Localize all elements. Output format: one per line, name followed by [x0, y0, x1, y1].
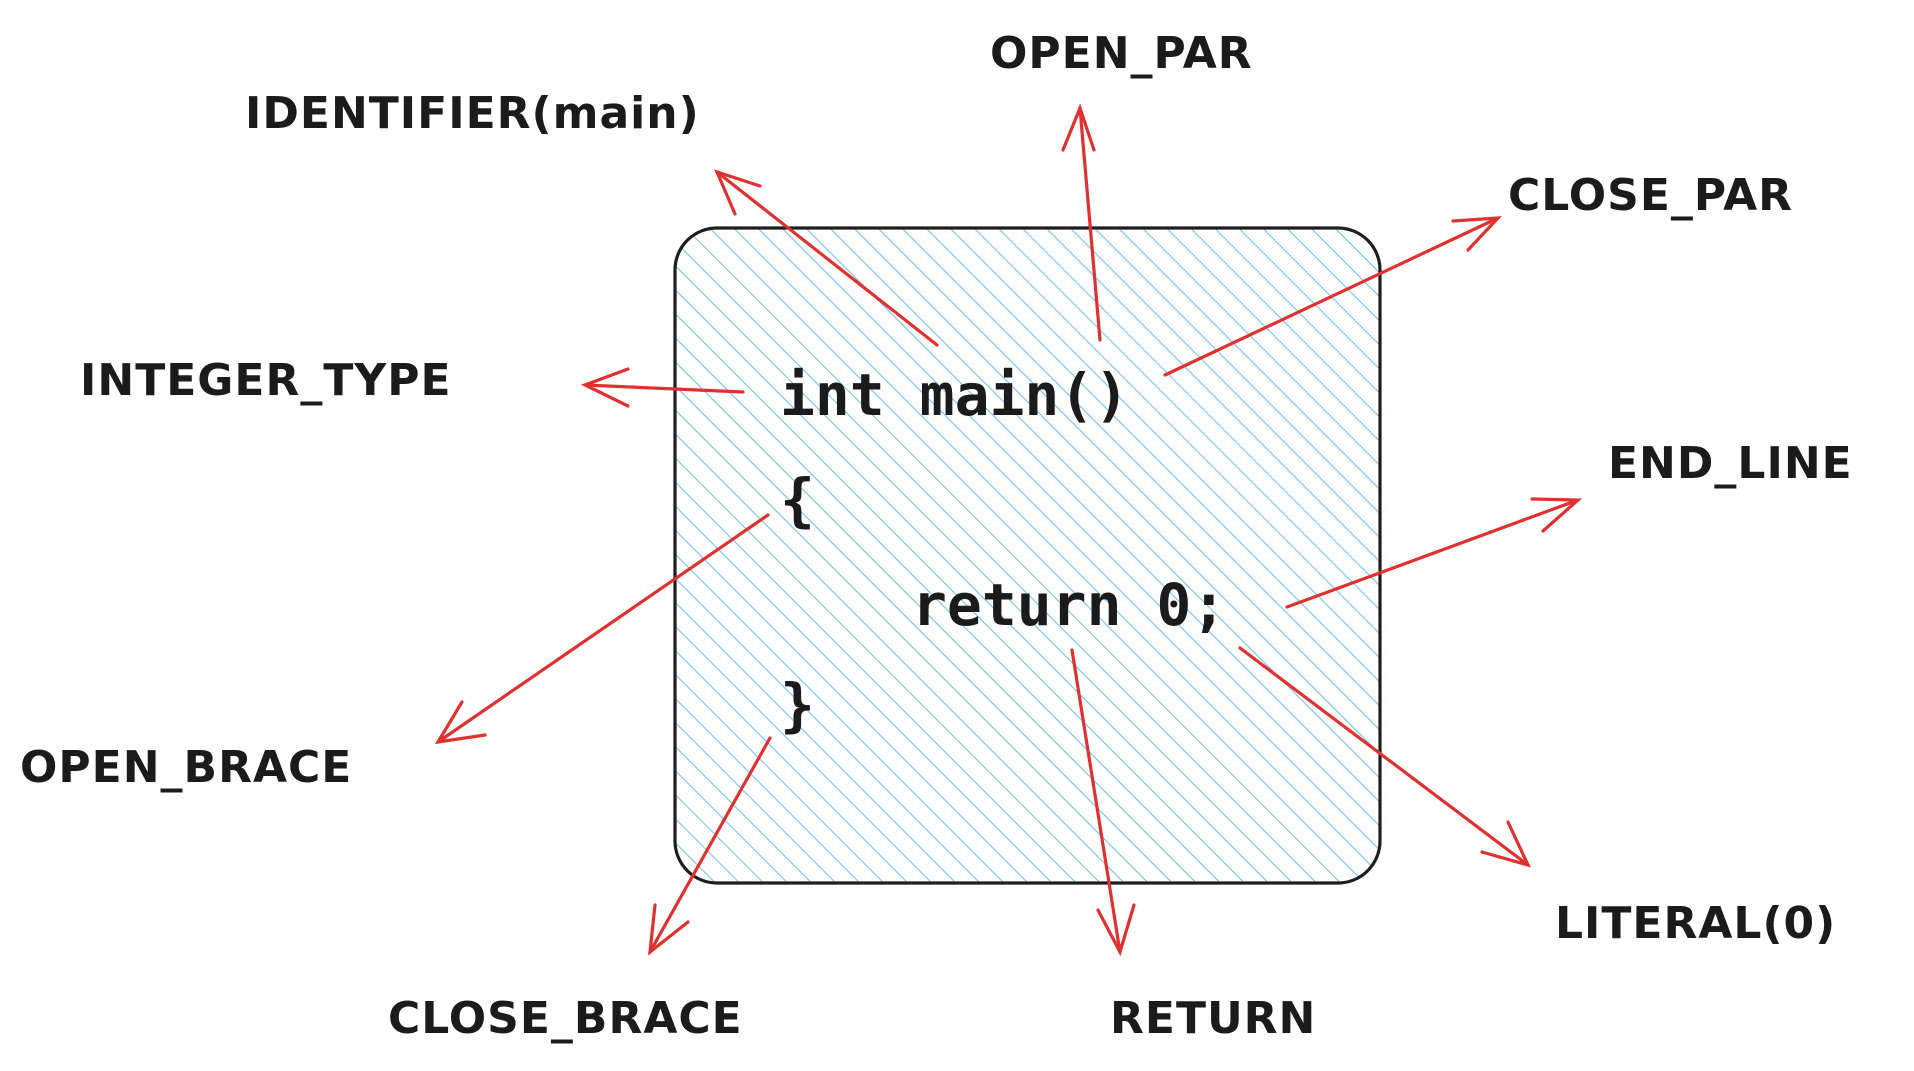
token-open-brace: OPEN_BRACE: [20, 742, 352, 793]
token-return: RETURN: [1110, 993, 1316, 1044]
arrow-identifier: [715, 170, 939, 347]
token-close-par: CLOSE_PAR: [1508, 170, 1793, 221]
token-literal: LITERAL(0): [1555, 898, 1836, 949]
token-open-par: OPEN_PAR: [990, 28, 1253, 79]
arrow-literal-head: [1480, 820, 1531, 868]
arrow-open-brace: [436, 513, 770, 744]
code-line-signature: int main(): [780, 361, 1129, 429]
arrows: [434, 103, 1583, 957]
arrow-return: [1070, 648, 1122, 954]
token-close-brace: CLOSE_BRACE: [388, 993, 743, 1044]
arrow-identifier-head: [714, 169, 762, 216]
arrow-literal: [1238, 646, 1530, 867]
arrow-close-par-head: [1451, 216, 1502, 252]
token-identifier: IDENTIFIER(main): [245, 88, 700, 139]
arrow-close-brace: [648, 736, 772, 954]
arrow-close-brace-head: [648, 903, 690, 956]
arrow-integer-type-head: [580, 367, 630, 408]
token-end-line: END_LINE: [1608, 438, 1853, 489]
arrow-end-line-head: [1530, 497, 1583, 533]
arrow-open-brace-head: [434, 700, 487, 745]
code-box: [673, 226, 1382, 885]
arrow-close-par: [1163, 216, 1500, 377]
arrow-open-par: [1078, 106, 1102, 342]
arrow-return-head: [1096, 903, 1136, 957]
code-line-return: return 0;: [912, 571, 1226, 639]
arrow-end-line: [1285, 498, 1580, 609]
arrow-integer-type: [583, 383, 745, 394]
token-integer-type: INTEGER_TYPE: [80, 355, 452, 406]
arrow-open-par-head: [1061, 103, 1096, 152]
code-line-open-brace: {: [780, 466, 815, 534]
code-line-close-brace: }: [780, 671, 815, 739]
